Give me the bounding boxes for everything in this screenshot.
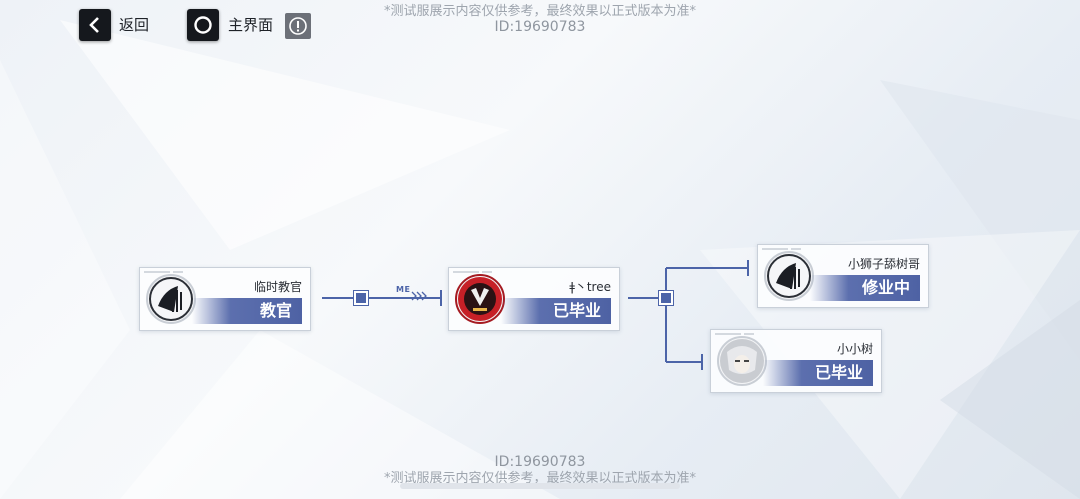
student-card[interactable]: 小小树 已毕业 — [710, 329, 882, 393]
student-card[interactable]: ǂ丶tree 已毕业 — [448, 267, 620, 331]
rank-badge: 教官 — [192, 298, 302, 324]
back-button[interactable] — [79, 9, 111, 41]
home-indicator — [400, 483, 680, 489]
me-tag: ME — [396, 285, 411, 294]
connector-node — [659, 291, 673, 305]
student-card[interactable]: 临时教官 教官 — [139, 267, 311, 331]
chevron-left-icon — [89, 17, 99, 33]
avatar — [717, 336, 767, 386]
avatar — [764, 251, 814, 301]
back-label[interactable]: 返回 — [119, 16, 150, 34]
home-label[interactable]: 主界面 — [228, 16, 274, 34]
top-bar: 返回 主界面 — [0, 0, 1080, 50]
circle-icon — [194, 16, 212, 34]
character-avatar-icon — [458, 277, 502, 321]
watermark-notice-top: *测试服展示内容仅供参考，最终效果以正式版本为准* — [383, 4, 696, 19]
nickname: 小小树 — [836, 342, 873, 356]
emblem-avatar-icon — [149, 277, 193, 321]
nickname: 小狮子舔树哥 — [847, 257, 920, 271]
rank-badge: 修业中 — [810, 275, 920, 301]
watermark-id-top: ID:19690783 — [494, 19, 586, 35]
nickname: 临时教官 — [253, 280, 302, 294]
character-avatar-icon — [720, 339, 764, 383]
watermark-id-bottom: ID:19690783 — [494, 454, 586, 470]
rank-badge: 已毕业 — [763, 360, 873, 386]
avatar — [146, 274, 196, 324]
nickname: ǂ丶tree — [569, 280, 611, 294]
connector-node — [354, 291, 368, 305]
emblem-avatar-icon — [767, 254, 811, 298]
home-button[interactable] — [187, 9, 219, 41]
rank-badge: 已毕业 — [501, 298, 611, 324]
watermark-notice-bottom: *测试服展示内容仅供参考，最终效果以正式版本为准* — [383, 471, 696, 486]
exclamation-icon — [289, 17, 307, 35]
info-button[interactable] — [285, 13, 311, 39]
student-card[interactable]: 小狮子舔树哥 修业中 — [757, 244, 929, 308]
avatar — [455, 274, 505, 324]
